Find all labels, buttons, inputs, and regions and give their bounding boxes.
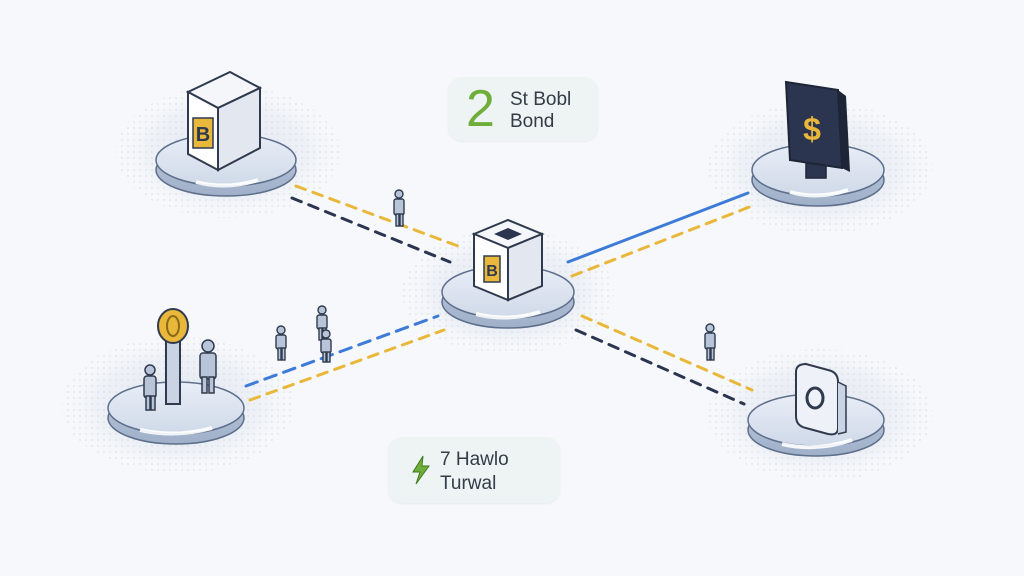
node-top-right-glyph: $ bbox=[803, 111, 821, 147]
person-icon bbox=[704, 323, 716, 361]
person-icon bbox=[316, 305, 328, 341]
label-line-2: Bond bbox=[510, 111, 555, 132]
person-icon bbox=[143, 364, 157, 411]
label-line-1: St Bobl bbox=[510, 89, 572, 110]
label-card-bottom: 7 Hawlo Turwal bbox=[388, 437, 560, 503]
person-icon bbox=[320, 329, 332, 363]
label-card-top: 2 St Bobl Bond bbox=[448, 77, 598, 141]
link-bottomright-yellow bbox=[580, 314, 754, 392]
node-center-glyph: B bbox=[486, 263, 498, 280]
node-center: B bbox=[441, 218, 575, 329]
link-topright-blue bbox=[566, 191, 750, 264]
label-number: 2 bbox=[466, 80, 495, 138]
person-icon bbox=[275, 325, 287, 361]
connector-lines bbox=[244, 184, 754, 406]
link-topleft-navy bbox=[290, 196, 452, 264]
coin-icon bbox=[157, 308, 189, 344]
node-bottom-right bbox=[747, 362, 885, 457]
link-bottomleft-yellow bbox=[248, 328, 446, 402]
link-bottomright-navy bbox=[574, 328, 746, 406]
node-top-left: B bbox=[155, 70, 297, 197]
node-bottom-left bbox=[107, 308, 245, 445]
label-line-1: 7 Hawlo bbox=[440, 449, 509, 470]
node-top-left-glyph: B bbox=[196, 124, 210, 146]
node-top-right: $ bbox=[751, 80, 885, 207]
person-icon bbox=[393, 189, 405, 227]
label-line-2: Turwal bbox=[440, 473, 497, 494]
link-bottomleft-blue bbox=[244, 314, 440, 388]
link-topleft-yellow bbox=[294, 184, 460, 248]
lightning-icon bbox=[412, 455, 430, 485]
person-icon bbox=[199, 339, 217, 394]
lock-block-icon bbox=[795, 362, 839, 436]
link-topright-yellow bbox=[570, 204, 754, 278]
